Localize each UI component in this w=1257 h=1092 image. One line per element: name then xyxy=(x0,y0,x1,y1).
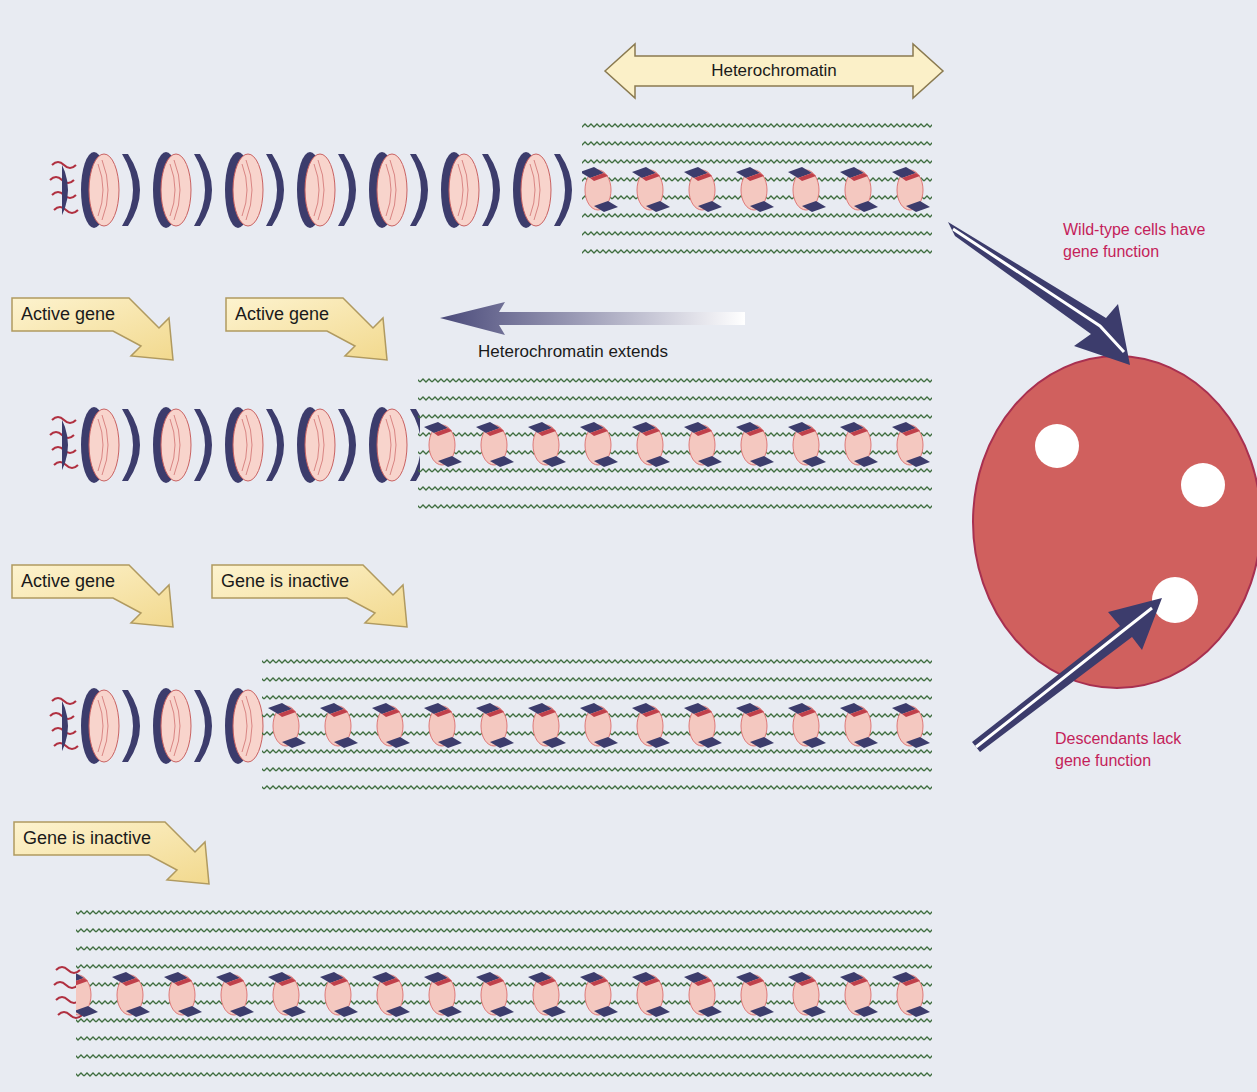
callout-arrow xyxy=(14,822,209,884)
double-arrow xyxy=(605,44,943,98)
compact-nucleosomes xyxy=(418,415,932,475)
chromatin-row xyxy=(50,373,932,517)
leader-stripe xyxy=(976,608,1152,747)
gene-callout: Active gene xyxy=(226,298,389,362)
chromatin-row xyxy=(50,122,932,266)
mutant-patch xyxy=(1181,463,1225,507)
callout-text: Gene is inactive xyxy=(23,827,151,849)
open-nucleosomes xyxy=(62,395,420,495)
heterochromatin-proteins xyxy=(582,122,932,266)
process-label: Heterochromatin extends xyxy=(478,341,668,363)
chromatin-row xyxy=(50,652,932,800)
gene-callout: Gene is inactive xyxy=(14,822,211,886)
heterochromatin-proteins xyxy=(76,905,932,1085)
callout-text: Active gene xyxy=(21,303,115,325)
cell-label: Wild-type cells have gene function xyxy=(1063,219,1213,263)
spread-arrow xyxy=(440,302,745,335)
leader-arrow xyxy=(972,598,1162,752)
callout-text: Heterochromatin xyxy=(711,60,837,82)
gene-callout: Active gene xyxy=(12,298,175,362)
open-nucleosomes xyxy=(62,676,264,776)
mutant-patch xyxy=(1035,424,1079,468)
heterochromatin-proteins xyxy=(262,652,932,800)
callout-arrow xyxy=(12,565,173,627)
callout-text: Active gene xyxy=(235,303,329,325)
gene-callout: Active gene xyxy=(12,565,175,629)
cell-label: Descendants lack gene function xyxy=(1055,728,1205,772)
region-arrow: Heterochromatin xyxy=(605,44,943,98)
gene-callout: Gene is inactive xyxy=(212,565,409,629)
heterochromatin-proteins xyxy=(418,373,932,517)
callout-arrow xyxy=(12,298,173,360)
chromatin-row xyxy=(54,905,932,1085)
compact-nucleosomes xyxy=(582,160,932,220)
callout-text: Gene is inactive xyxy=(221,570,349,592)
callout-text: Active gene xyxy=(21,570,115,592)
callout-arrow xyxy=(212,565,407,627)
compact-nucleosomes xyxy=(262,696,932,756)
callout-arrow xyxy=(226,298,387,360)
open-nucleosomes xyxy=(62,140,584,240)
compact-nucleosomes xyxy=(76,965,932,1025)
